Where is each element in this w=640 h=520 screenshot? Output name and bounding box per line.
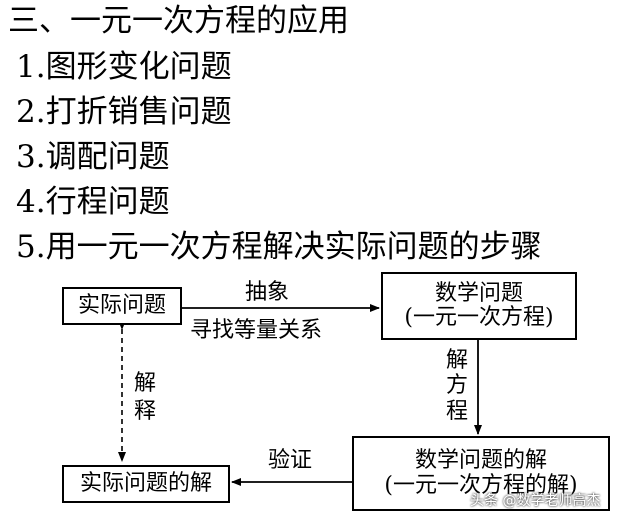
math-problem-subtext: (一元一次方程) (404, 305, 554, 330)
math-solution-subtext: (一元一次方程的解) (384, 472, 578, 498)
math-problem-text: 数学问题 (434, 280, 523, 306)
verify-label: 验证 (268, 448, 313, 473)
list-item: 4.行程问题 (16, 184, 170, 220)
list-item: 3.调配问题 (16, 139, 170, 175)
actual-problem-text: 实际问题 (77, 292, 166, 318)
actual-problem-box: 实际问题 (62, 287, 182, 325)
list-item: 2.打折销售问题 (16, 94, 232, 130)
section-title: 三、一元一次方程的应用 (8, 3, 349, 39)
abstract-label: 抽象 (245, 280, 290, 305)
watermark: 头条 @数学老师高杰 (470, 493, 601, 509)
solve-equation-label: 解方程 (445, 348, 468, 424)
actual-solution-text: 实际问题的解 (79, 470, 212, 496)
math-solution-text: 数学问题的解 (414, 448, 547, 474)
actual-solution-box: 实际问题的解 (62, 465, 230, 503)
list-item: 5.用一元一次方程解决实际问题的步骤 (16, 229, 542, 265)
find-relation-label: 寻找等量关系 (190, 318, 323, 343)
explain-label: 解释 (133, 371, 156, 424)
math-solution-box: 数学问题的解 (一元一次方程的解) (352, 436, 610, 511)
math-problem-box: 数学问题 (一元一次方程) (381, 272, 577, 340)
list-item: 1.图形变化问题 (16, 49, 232, 85)
